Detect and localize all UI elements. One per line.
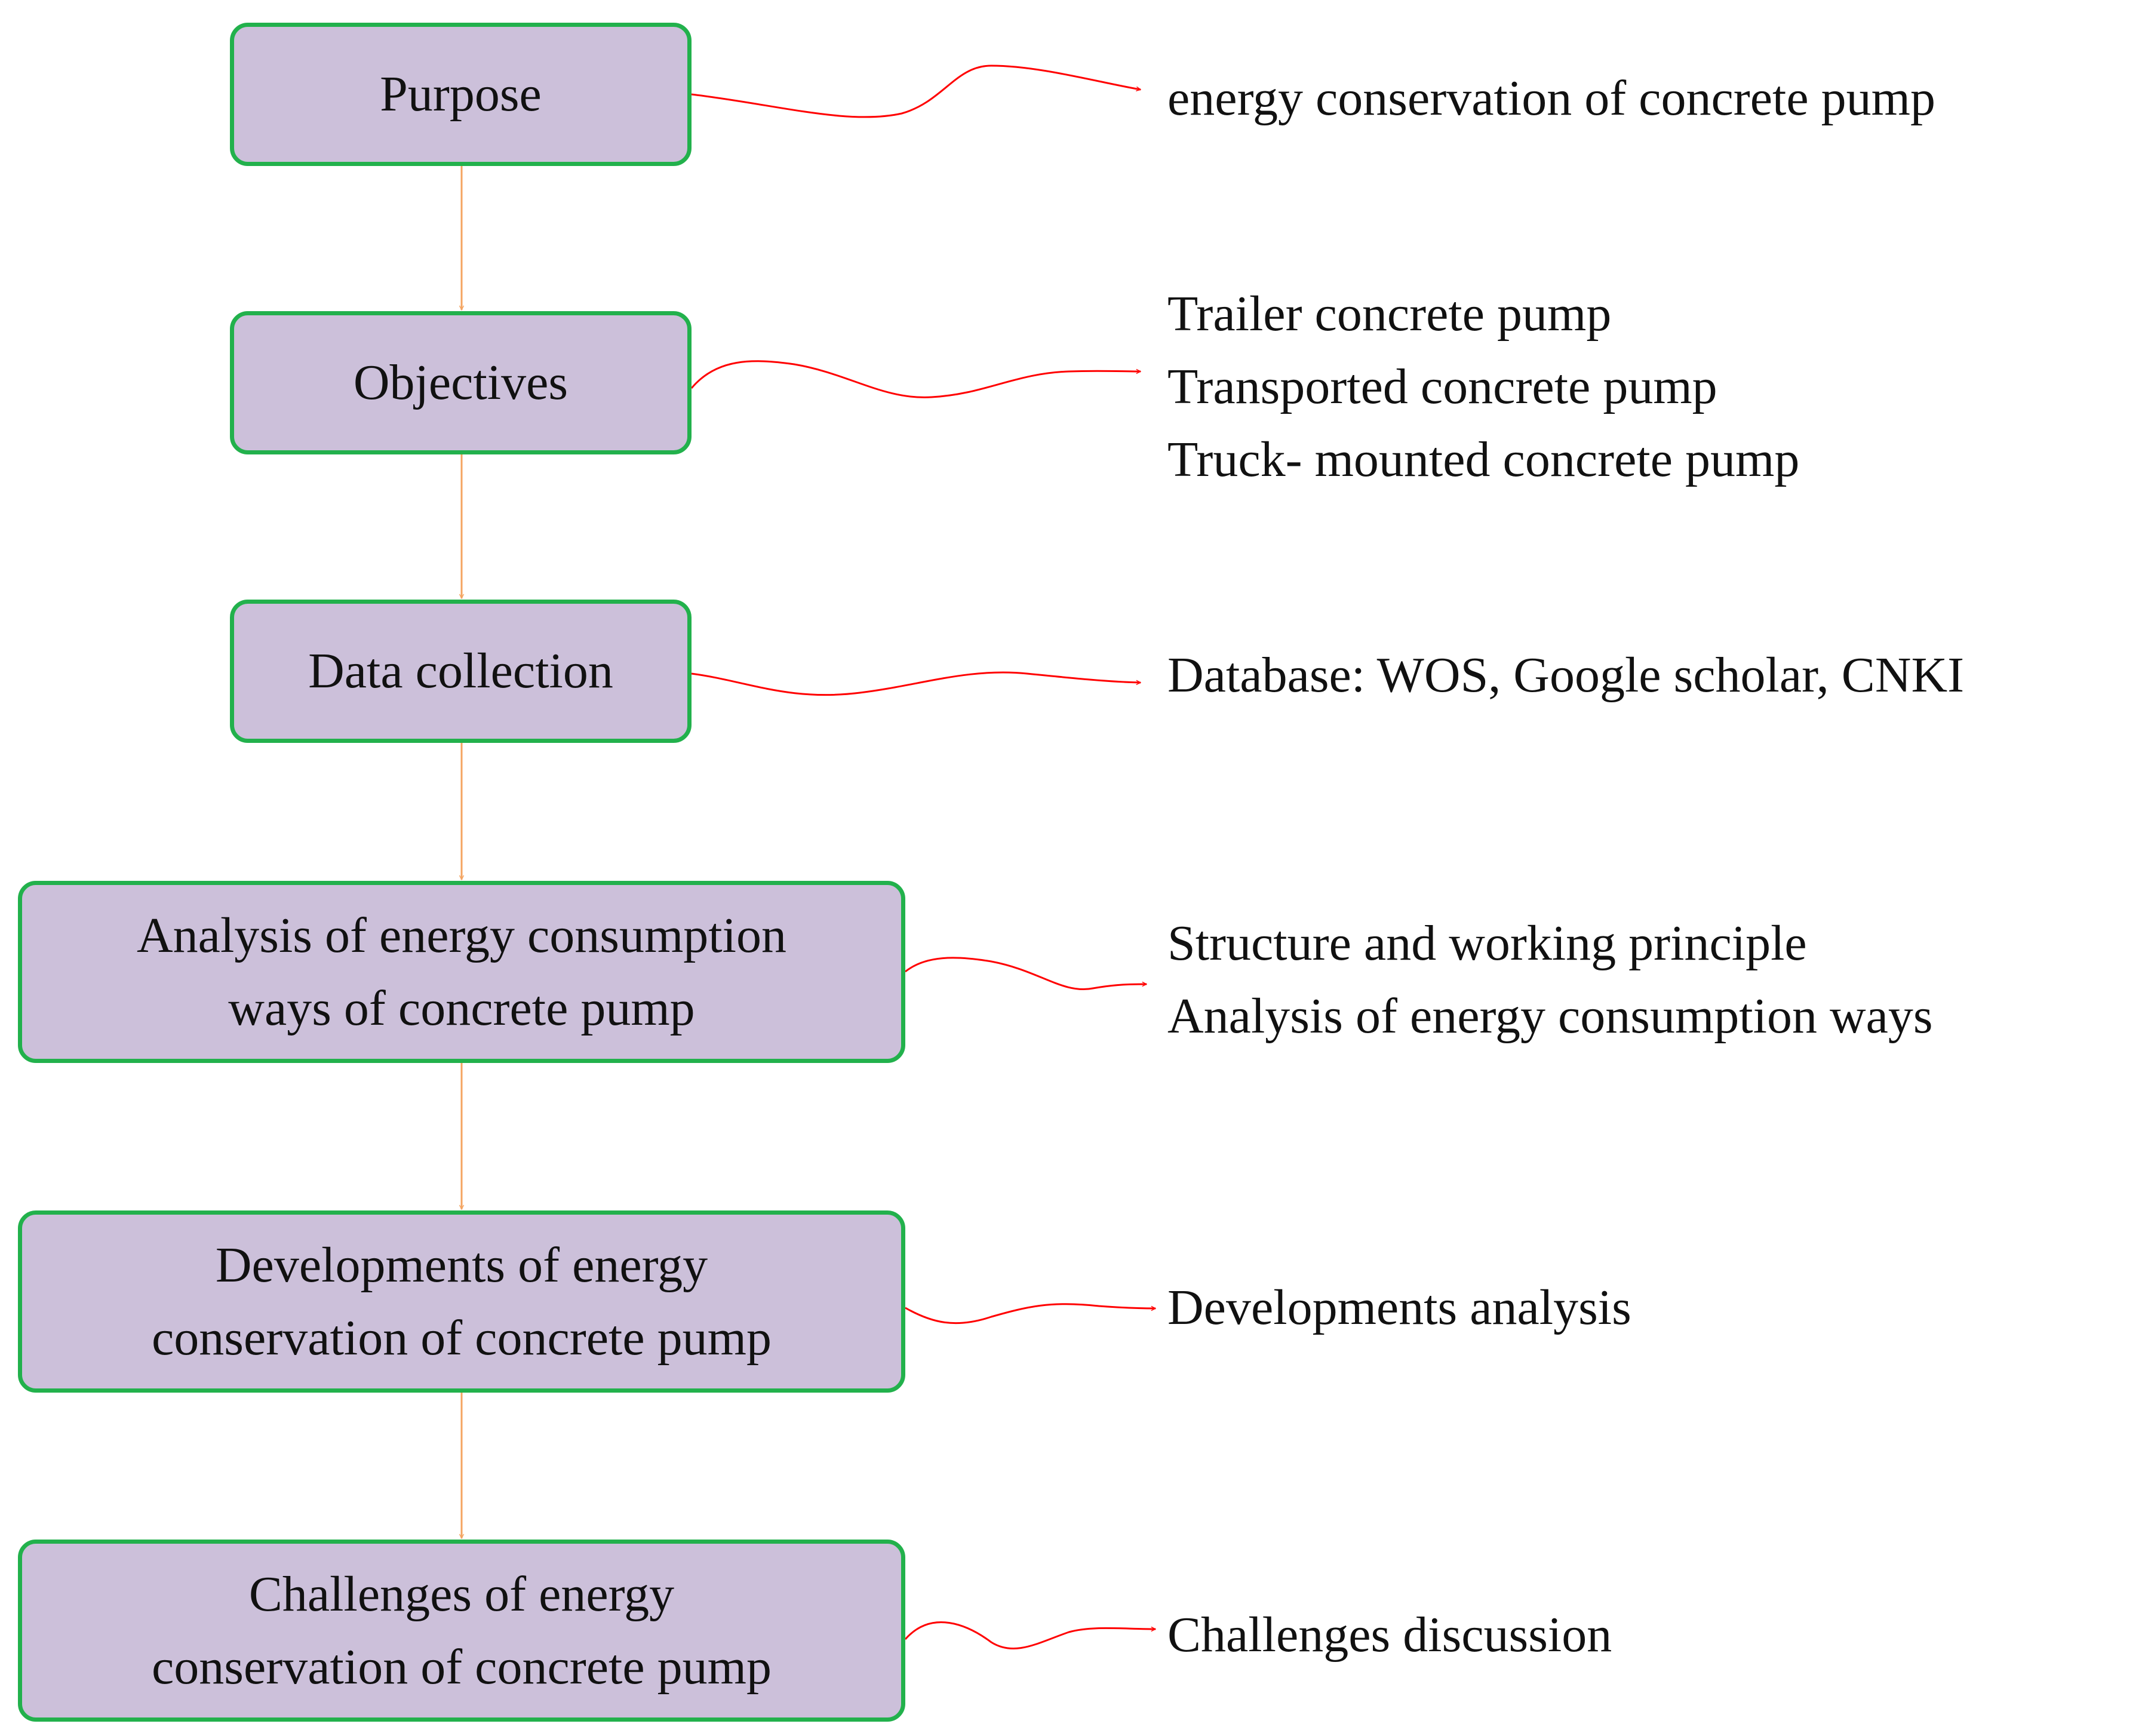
detail-line: Structure and working principle bbox=[1167, 915, 1807, 971]
box-label-line: Purpose bbox=[380, 66, 542, 122]
detail-line: Trailer concrete pump bbox=[1167, 286, 1612, 342]
box-label-line: Data collection bbox=[308, 643, 613, 699]
detail-line: Truck- mounted concrete pump bbox=[1167, 432, 1800, 487]
box-label-line: ways of concrete pump bbox=[228, 980, 695, 1036]
step-box-developments: Developments of energy conservation of c… bbox=[18, 1210, 905, 1393]
detail-line: Developments analysis bbox=[1167, 1280, 1631, 1335]
detail-line: Transported concrete pump bbox=[1167, 359, 1717, 414]
branch-arrow bbox=[690, 360, 1141, 398]
branch-arrow bbox=[905, 957, 1147, 990]
branch-arrow bbox=[904, 1621, 1156, 1650]
detail-developments: Developments analysis bbox=[1167, 1271, 1631, 1344]
detail-line: Analysis of energy consumption ways bbox=[1167, 988, 1933, 1044]
box-label-line: conservation of concrete pump bbox=[152, 1310, 772, 1366]
branch-arrow bbox=[691, 671, 1141, 696]
detail-line: energy conservation of concrete pump bbox=[1167, 70, 1935, 126]
detail-objectives: Trailer concrete pump Transported concre… bbox=[1167, 278, 1799, 496]
detail-line: Challenges discussion bbox=[1167, 1607, 1612, 1663]
step-box-data-collection: Data collection bbox=[230, 600, 692, 743]
detail-purpose: energy conservation of concrete pump bbox=[1167, 62, 1935, 135]
branch-arrow bbox=[691, 64, 1141, 118]
detail-analysis: Structure and working principle Analysis… bbox=[1167, 907, 1933, 1053]
box-label-line: Objectives bbox=[353, 355, 568, 410]
step-box-analysis: Analysis of energy consumption ways of c… bbox=[18, 881, 905, 1063]
detail-challenges: Challenges discussion bbox=[1167, 1599, 1612, 1672]
detail-data-collection: Database: WOS, Google scholar, CNKI bbox=[1167, 639, 1964, 712]
box-label-line: Challenges of energy bbox=[248, 1566, 675, 1622]
step-box-challenges: Challenges of energy conservation of con… bbox=[18, 1540, 905, 1722]
step-box-objectives: Objectives bbox=[230, 311, 692, 454]
box-label-line: Analysis of energy consumption bbox=[137, 907, 786, 963]
detail-line: Database: WOS, Google scholar, CNKI bbox=[1167, 647, 1965, 703]
step-box-purpose: Purpose bbox=[230, 23, 692, 166]
box-label-line: conservation of concrete pump bbox=[152, 1639, 772, 1695]
box-label-line: Developments of energy bbox=[215, 1237, 708, 1293]
branch-arrow bbox=[905, 1303, 1156, 1325]
